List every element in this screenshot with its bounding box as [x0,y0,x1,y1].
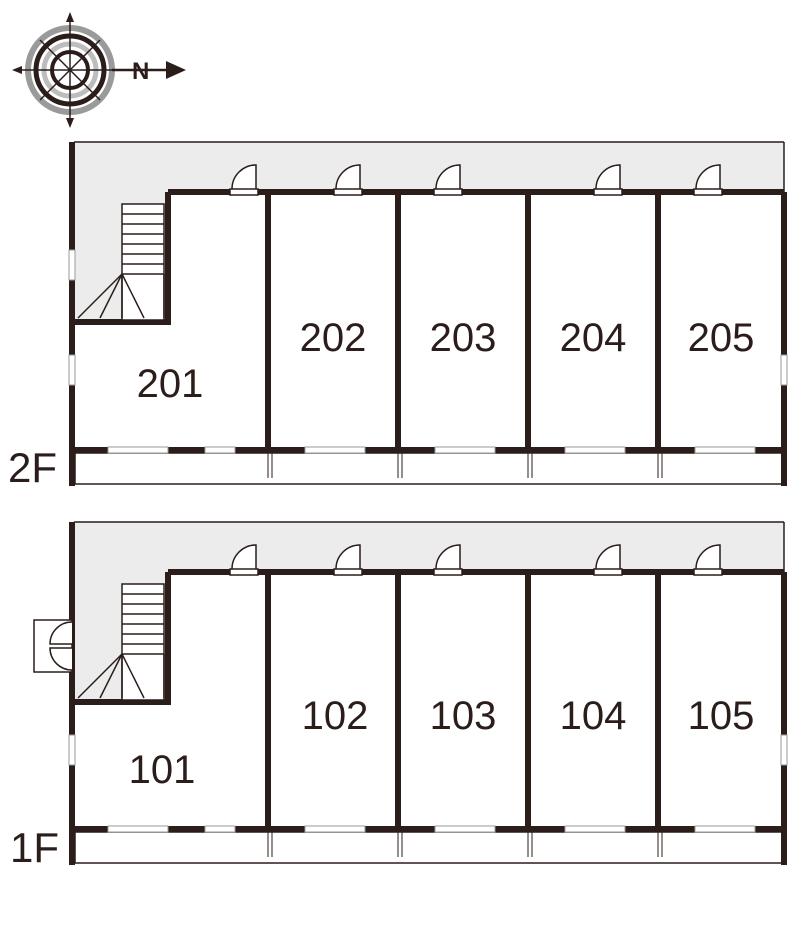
compass-icon [12,12,186,128]
floor-label: 2F [8,444,57,491]
corridor [74,522,784,572]
room-label: 204 [560,316,627,360]
floor-1f: 101 102 103 104 105 1F [10,521,788,871]
staircase-icon [77,203,165,321]
room-label: 203 [430,316,497,360]
floor-2f: 201 202 203 204 205 2F [8,141,788,491]
room-label: 103 [430,694,497,738]
staircase-icon [77,583,165,701]
room-label: 104 [560,694,627,738]
room-label: 102 [302,694,369,738]
room-label: 202 [300,316,367,360]
window [68,734,788,833]
door-icon [229,164,723,196]
balcony [74,452,785,485]
floor-label: 1F [10,824,59,871]
terrace [74,831,785,864]
entrance-door-icon [33,619,73,673]
north-label: N [132,58,149,85]
door-icon [229,544,723,576]
room-label: 101 [129,748,196,792]
room-label: 201 [137,362,204,406]
window [68,249,788,454]
room-label: 205 [688,316,755,360]
room-label: 105 [688,694,755,738]
corridor [74,142,784,192]
